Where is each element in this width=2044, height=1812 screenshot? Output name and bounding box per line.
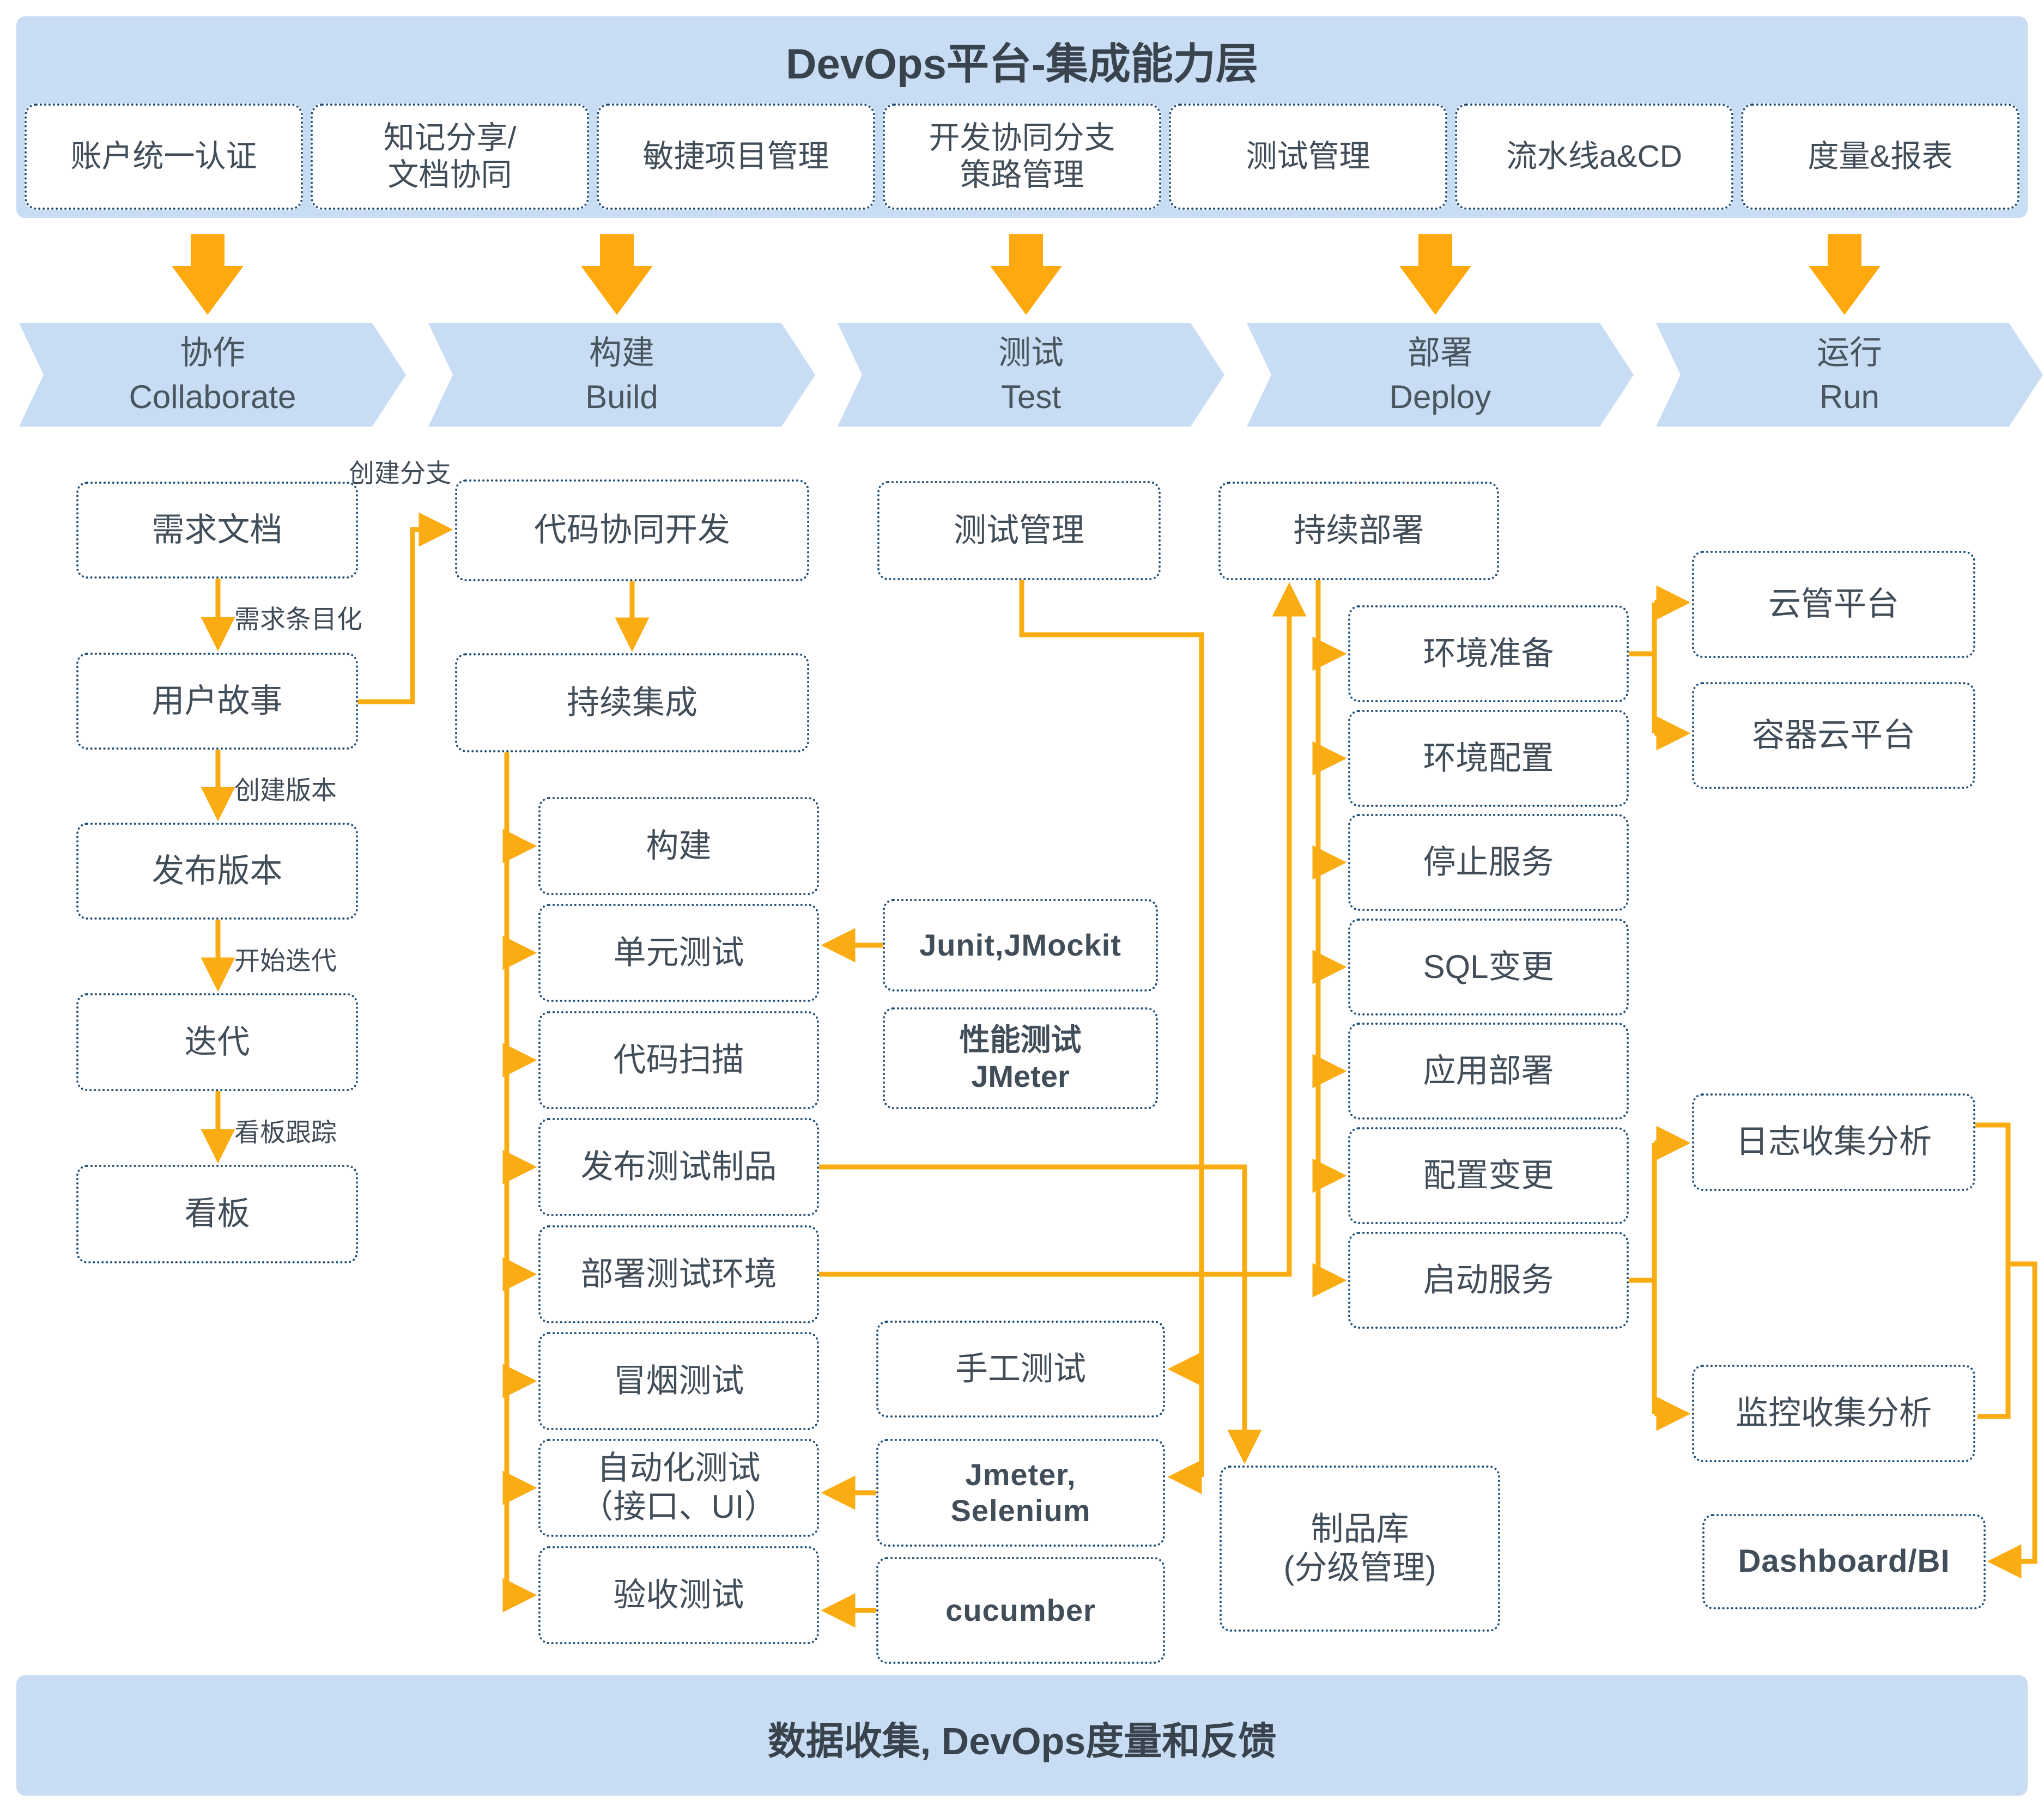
deploy-step-config-change-box: 配置变更 <box>1348 1127 1629 1224</box>
flow-box-code-codev: 代码协同开发 <box>455 479 809 581</box>
tool-box-junit-jmockit: Junit,JMockit <box>883 899 1158 992</box>
flow-box-test-mgmt: 测试管理 <box>877 481 1161 580</box>
flow-box-log-collect-analyze: 日志收集分析 <box>1692 1093 1975 1191</box>
flow-box-release-version: 发布版本 <box>76 823 358 920</box>
edge-deploytestenv-cd <box>819 582 1307 1277</box>
stage-en: Collaborate <box>129 379 296 415</box>
flow-box-container-cloud-platform: 容器云平台 <box>1692 682 1975 789</box>
tool-box-jmeter-selenium: Jmeter, Selenium <box>876 1439 1165 1547</box>
stage-chevron-collaborate: 协作 Collaborate <box>19 323 406 427</box>
flow-box-dashboard-bi: Dashboard/BI <box>1702 1514 1986 1609</box>
stage-zh: 部署 <box>1408 335 1473 371</box>
stage-en: Deploy <box>1389 379 1491 415</box>
deploy-step-stop-service-box: 停止服务 <box>1348 814 1629 911</box>
page-title: DevOps平台-集成能力层 <box>786 40 1258 88</box>
capability-box-pipeline: 流水线a&CD <box>1455 104 1733 210</box>
build-step-deploy-test-env-box: 部署测试环境 <box>538 1225 819 1323</box>
stage-en: Build <box>585 379 658 415</box>
down-arrow-icon <box>1809 234 1881 315</box>
build-step-publish-test-artifact-box: 发布测试制品 <box>538 1118 819 1216</box>
edge-envprepare-branch <box>1629 603 1657 733</box>
footer-text: 数据收集, DevOps度量和反馈 <box>767 1720 1277 1762</box>
bottom-banner <box>16 1675 2028 1796</box>
tool-box-cucumber: cucumber <box>876 1557 1165 1664</box>
stage-chevron-run: 运行 Run <box>1656 323 2043 427</box>
deploy-step-sql-change-box: SQL变更 <box>1348 919 1629 1016</box>
stage-chevron-test: 测试 Test <box>838 323 1224 427</box>
flow-box-cloud-mgmt-platform: 云管平台 <box>1692 551 1975 658</box>
flow-box-continuous-integration: 持续集成 <box>455 653 809 752</box>
edge-label-kanban-tracking: 看板跟踪 <box>234 1118 337 1147</box>
deploy-step-start-service-box: 启动服务 <box>1348 1232 1629 1329</box>
capability-box-account-auth: 账户统一认证 <box>25 104 303 210</box>
flow-box-requirement-doc: 需求文档 <box>76 482 358 579</box>
edge-label-itemize: 需求条目化 <box>234 605 362 634</box>
down-arrow-icons <box>172 234 1881 315</box>
down-arrow-icon <box>581 234 653 315</box>
stage-en: Run <box>1819 379 1880 415</box>
stage-zh: 运行 <box>1817 335 1882 371</box>
edge-testmgmt-trunk <box>1019 580 1204 1477</box>
stage-zh: 构建 <box>589 335 654 371</box>
edge-userstory-codedev <box>358 512 453 704</box>
capability-box-agile-pm: 敏捷项目管理 <box>597 104 875 210</box>
build-step-smoke-test-box: 冒烟测试 <box>538 1332 819 1430</box>
flow-box-monitor-collect-analyze: 监控收集分析 <box>1692 1365 1975 1462</box>
down-arrow-icon <box>990 234 1062 315</box>
flow-box-user-story: 用户故事 <box>76 653 358 750</box>
capability-box-branch-mgmt: 开发协同分支 策路管理 <box>883 104 1161 210</box>
deploy-step-env-config-box: 环境配置 <box>1348 710 1629 807</box>
down-arrow-icon <box>1399 234 1471 315</box>
capability-box-knowledge-share: 知记分享/ 文档协同 <box>311 104 589 210</box>
stage-zh: 协作 <box>180 335 245 371</box>
flow-box-kanban: 看板 <box>76 1165 358 1263</box>
edge-startservice-branch <box>1629 1143 1657 1414</box>
build-step-code-scan-box: 代码扫描 <box>538 1011 819 1109</box>
edge-label-create-branch: 创建分支 <box>349 459 451 488</box>
build-step-automation-test-box: 自动化测试 （接口、UI） <box>538 1439 819 1537</box>
build-step-build-box: 构建 <box>538 797 819 895</box>
stage-chevron-build: 构建 Build <box>428 323 815 427</box>
edge-label-create-version: 创建版本 <box>234 776 337 805</box>
tool-box-perf-jmeter: 性能测试 JMeter <box>883 1007 1158 1109</box>
tool-box-manual-test: 手工测试 <box>876 1321 1165 1418</box>
flow-box-iteration: 迭代 <box>76 993 358 1091</box>
down-arrow-icon <box>172 234 244 315</box>
stage-chevron-deploy: 部署 Deploy <box>1247 323 1634 427</box>
build-step-acceptance-test-box: 验收测试 <box>538 1546 819 1644</box>
edge-label-start-iteration: 开始迭代 <box>234 946 337 975</box>
deploy-step-env-prepare-box: 环境准备 <box>1348 605 1629 702</box>
flow-box-continuous-deploy: 持续部署 <box>1218 482 1499 580</box>
flow-box-artifact-repo: 制品库 (分级管理) <box>1220 1466 1500 1632</box>
edge-join-dashboard <box>1987 1261 2037 1579</box>
capability-box-metrics-report: 度量&报表 <box>1741 104 2019 210</box>
edge-log-monitor-join <box>1975 1122 2011 1419</box>
stage-en: Test <box>1000 379 1062 415</box>
build-step-unit-test-box: 单元测试 <box>538 904 819 1002</box>
deploy-step-app-deploy-box: 应用部署 <box>1348 1023 1629 1120</box>
edge-publishartifact-repo <box>819 1164 1262 1464</box>
stage-zh: 测试 <box>998 335 1064 371</box>
capability-box-test-mgmt: 测试管理 <box>1169 104 1447 210</box>
